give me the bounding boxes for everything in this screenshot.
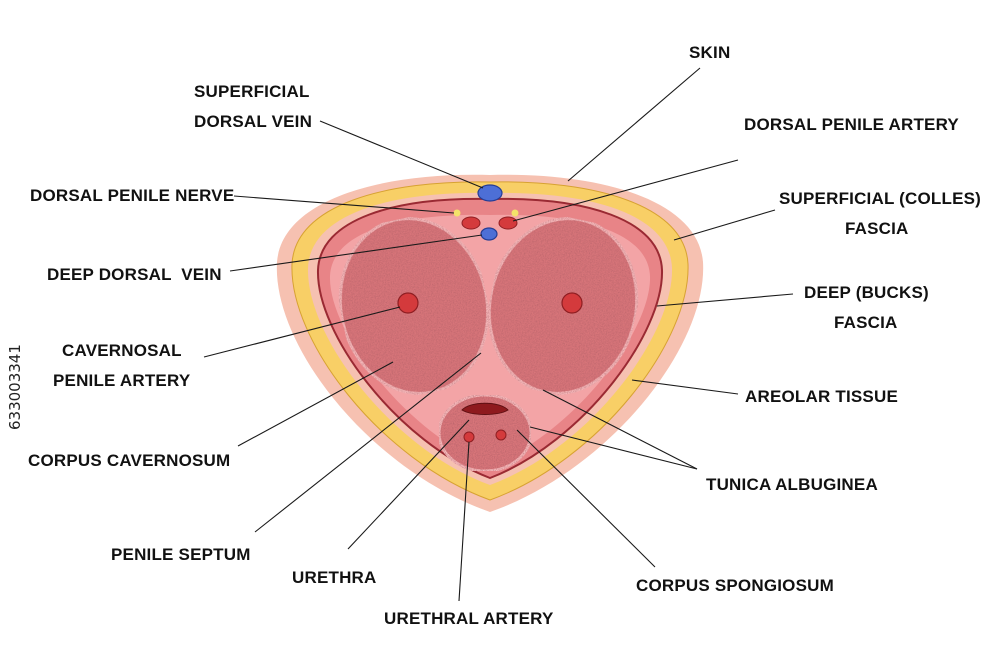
leader-corpus-cavernosum bbox=[237, 361, 394, 447]
urethral-artery-right bbox=[495, 429, 507, 441]
leader-penile-septum bbox=[254, 352, 482, 533]
label-deep-bucks-fascia-line1: DEEP (BUCKS) bbox=[804, 283, 929, 302]
leader-deep-dorsal-vein bbox=[229, 234, 483, 272]
label-dorsal-penile-nerve: DORSAL PENILE NERVE bbox=[30, 186, 234, 205]
dorsal-penile-artery-left bbox=[461, 216, 481, 230]
label-superficial-colles-fascia-line2: FASCIA bbox=[845, 219, 909, 238]
label-deep-dorsal-vein: DEEP DORSAL VEIN bbox=[47, 265, 222, 284]
label-urethral-artery: URETHRAL ARTERY bbox=[384, 609, 554, 628]
leader-corpus-spongiosum bbox=[516, 429, 656, 568]
corpus-spongiosum bbox=[437, 393, 533, 473]
leader-deep-bucks-fascia bbox=[656, 293, 794, 307]
label-cavernosal-penile-artery-line2: PENILE ARTERY bbox=[53, 371, 191, 390]
leader-lines bbox=[203, 67, 794, 602]
label-corpus-cavernosum: CORPUS CAVERNOSUM bbox=[28, 451, 230, 470]
label-corpus-spongiosum: CORPUS SPONGIOSUM bbox=[636, 576, 834, 595]
leader-areolar-tissue bbox=[631, 379, 739, 395]
label-superficial-colles-fascia-line1: SUPERFICIAL (COLLES) bbox=[779, 189, 981, 208]
cavernosal-artery-right bbox=[561, 292, 583, 314]
label-superficial-dorsal-vein-line2: DORSAL VEIN bbox=[194, 112, 312, 131]
label-deep-bucks-fascia-line2: FASCIA bbox=[834, 313, 898, 332]
label-urethra: URETHRA bbox=[292, 568, 377, 587]
stock-image-id: 633003341 bbox=[6, 344, 24, 430]
leader-superficial-dorsal-vein bbox=[319, 120, 484, 189]
label-areolar-tissue: AREOLAR TISSUE bbox=[745, 387, 898, 406]
labels: SKIN SUPERFICIAL DORSAL VEIN DORSAL PENI… bbox=[28, 43, 981, 628]
leader-cavernosal-artery bbox=[203, 306, 401, 358]
leader-tunica-albuginea-1 bbox=[542, 389, 698, 470]
urethra-lumen bbox=[461, 402, 509, 415]
dorsal-penile-artery-right bbox=[498, 216, 518, 230]
deep-dorsal-vein bbox=[480, 227, 498, 241]
label-tunica-albuginea: TUNICA ALBUGINEA bbox=[706, 475, 878, 494]
label-cavernosal-penile-artery-line1: CAVERNOSAL bbox=[62, 341, 182, 360]
dorsal-penile-nerve-right bbox=[511, 209, 519, 217]
label-skin: SKIN bbox=[689, 43, 730, 62]
leader-skin bbox=[567, 67, 701, 182]
label-superficial-dorsal-vein-line1: SUPERFICIAL bbox=[194, 82, 310, 101]
label-penile-septum: PENILE SEPTUM bbox=[111, 545, 251, 564]
cavernosal-artery-left bbox=[397, 292, 419, 314]
urethral-artery-left bbox=[463, 431, 475, 443]
leader-urethra bbox=[347, 419, 470, 550]
dorsal-penile-nerve-left bbox=[453, 209, 461, 217]
leader-dorsal-penile-nerve bbox=[233, 195, 455, 214]
leader-tunica-albuginea-2 bbox=[529, 426, 698, 470]
leader-urethral-artery bbox=[458, 441, 470, 602]
leader-dorsal-penile-artery bbox=[512, 159, 739, 222]
label-dorsal-penile-artery: DORSAL PENILE ARTERY bbox=[744, 115, 959, 134]
superficial-dorsal-vein bbox=[477, 184, 503, 202]
leader-superficial-fascia bbox=[673, 209, 776, 241]
